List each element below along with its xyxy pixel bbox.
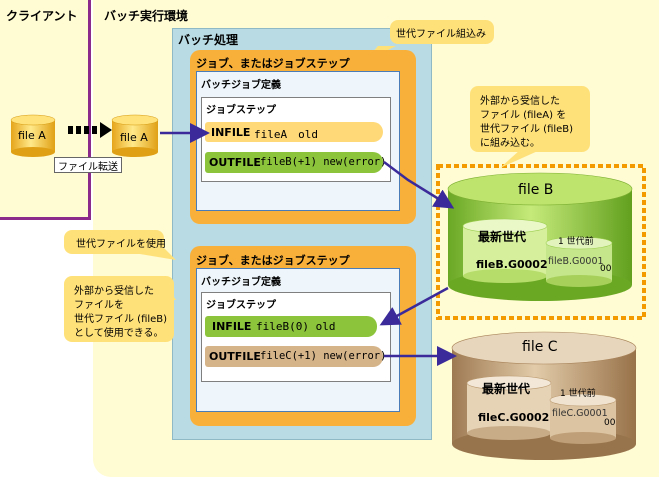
transfer-arrow xyxy=(68,122,112,138)
job2-outfile-kw: OUTFILE xyxy=(209,350,261,363)
job2-infile-args: fileB(0) old xyxy=(256,320,336,333)
file-c-cylinder xyxy=(451,331,637,460)
note-use-box xyxy=(64,276,174,342)
job2-def-title: バッチジョブ定義 xyxy=(201,277,281,288)
note-register-line-3: 世代ファイル (fileB) xyxy=(480,124,574,135)
job2-step-box xyxy=(201,292,391,382)
batch-env-title: バッチ実行環境 xyxy=(104,9,189,23)
file-c-prev-suffix: 00 xyxy=(604,418,616,428)
callout-gen-use xyxy=(64,230,164,254)
file-b-prev-suffix: 00 xyxy=(600,264,612,274)
file-c-latest-name: fileC.G0002 xyxy=(478,411,550,424)
job1-infile-kw: INFILE xyxy=(211,126,251,139)
batch-file-a-cylinder xyxy=(111,114,159,157)
note-use-line-3: 世代ファイル (fileB) xyxy=(74,314,168,325)
transfer-label-box xyxy=(54,157,122,173)
note-register-line-1: 外部から受信した xyxy=(480,96,560,107)
job1-outfile-kw: OUTFILE xyxy=(209,156,261,169)
client-title: クライアント xyxy=(6,9,78,23)
note-use-line-1: 外部から受信した xyxy=(74,286,154,297)
job1-title: ジョブ、またはジョブステップ xyxy=(196,57,350,70)
job2-infile-kw: INFILE xyxy=(212,320,252,333)
batch-file-a-label: file A xyxy=(120,131,148,144)
file-b-latest-name: fileB.G0002 xyxy=(476,258,548,271)
callout-gen-register xyxy=(390,20,494,44)
client-region xyxy=(0,0,91,220)
file-c-prev-name: fileC.G0001 xyxy=(552,408,608,419)
job1-outfile-args: fileB(+1) new(error) xyxy=(260,156,387,168)
note-use-line-4: として使用できる。 xyxy=(74,328,164,339)
job2-outfile-bar xyxy=(205,346,383,367)
job1-infile-args: fileA old xyxy=(254,128,318,141)
note-use-line-2: ファイルを xyxy=(74,300,124,311)
file-c-prev-label: 1 世代前 xyxy=(560,389,596,399)
job2-step-title: ジョブステップ xyxy=(206,300,276,311)
callout-gen-use-text: 世代ファイルを使用 xyxy=(76,239,166,250)
transfer-label: ファイル転送 xyxy=(58,162,118,173)
file-b-cylinder xyxy=(447,172,633,301)
file-c-latest-label: 最新世代 xyxy=(482,382,531,396)
note-register-line-2: ファイル (fileA) を xyxy=(480,110,567,121)
job1-outfile-bar xyxy=(205,152,383,173)
file-b-latest-label: 最新世代 xyxy=(478,230,527,244)
file-c-title: file C xyxy=(522,339,558,355)
batch-processing-title: バッチ処理 xyxy=(178,33,239,47)
client-file-a-label: file A xyxy=(18,129,46,142)
file-b-dotted-frame xyxy=(436,164,646,320)
file-b-prev-label: 1 世代前 xyxy=(558,237,594,247)
callout-gen-register-text: 世代ファイル組込み xyxy=(396,29,486,40)
job2-infile-bar xyxy=(205,316,377,337)
client-file-a-cylinder xyxy=(10,114,56,157)
job1-infile-bar xyxy=(205,122,383,142)
file-b-title: file B xyxy=(518,182,554,198)
job1-def-title: バッチジョブ定義 xyxy=(201,80,281,91)
file-b-prev-name: fileB.G0001 xyxy=(548,256,604,267)
job2-outfile-args: fileC(+1) new(error) xyxy=(260,350,387,362)
note-register-box xyxy=(470,86,590,152)
note-register-line-4: に組み込む。 xyxy=(480,138,540,149)
job1-step-title: ジョブステップ xyxy=(206,105,276,116)
job2-title: ジョブ、またはジョブステップ xyxy=(196,254,350,267)
